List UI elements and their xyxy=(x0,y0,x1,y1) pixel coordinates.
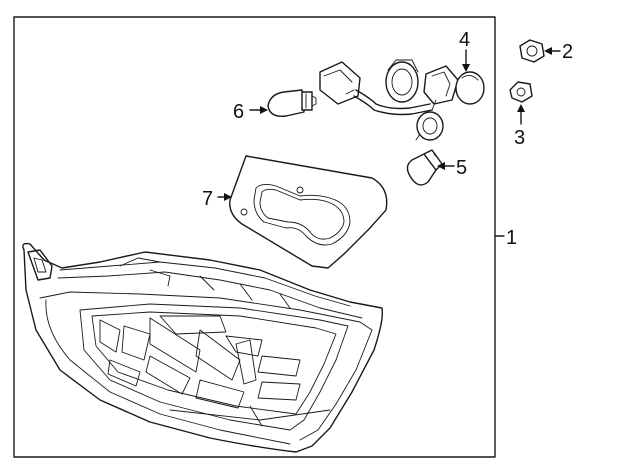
arrow-5 xyxy=(437,162,445,170)
callout-7: 7 xyxy=(202,188,213,210)
callout-1: 1 xyxy=(506,227,517,249)
nut-2 xyxy=(519,39,545,63)
callout-2: 2 xyxy=(562,41,573,63)
arrow-2 xyxy=(544,47,552,55)
arrow-4 xyxy=(462,64,470,72)
callout-4: 4 xyxy=(459,29,470,51)
tail-lamp-housing xyxy=(22,242,384,453)
arrow-3 xyxy=(517,104,525,112)
callout-3: 3 xyxy=(514,127,525,149)
callout-6: 6 xyxy=(233,101,244,123)
bulb-6 xyxy=(267,89,317,117)
arrow-7 xyxy=(224,193,232,201)
lens-gasket xyxy=(229,155,388,269)
arrow-6 xyxy=(260,106,268,114)
grommet-3 xyxy=(509,81,533,103)
bulb-5 xyxy=(406,149,443,186)
socket-harness xyxy=(319,59,485,141)
callout-5: 5 xyxy=(456,157,467,179)
assembly-frame xyxy=(13,16,496,458)
